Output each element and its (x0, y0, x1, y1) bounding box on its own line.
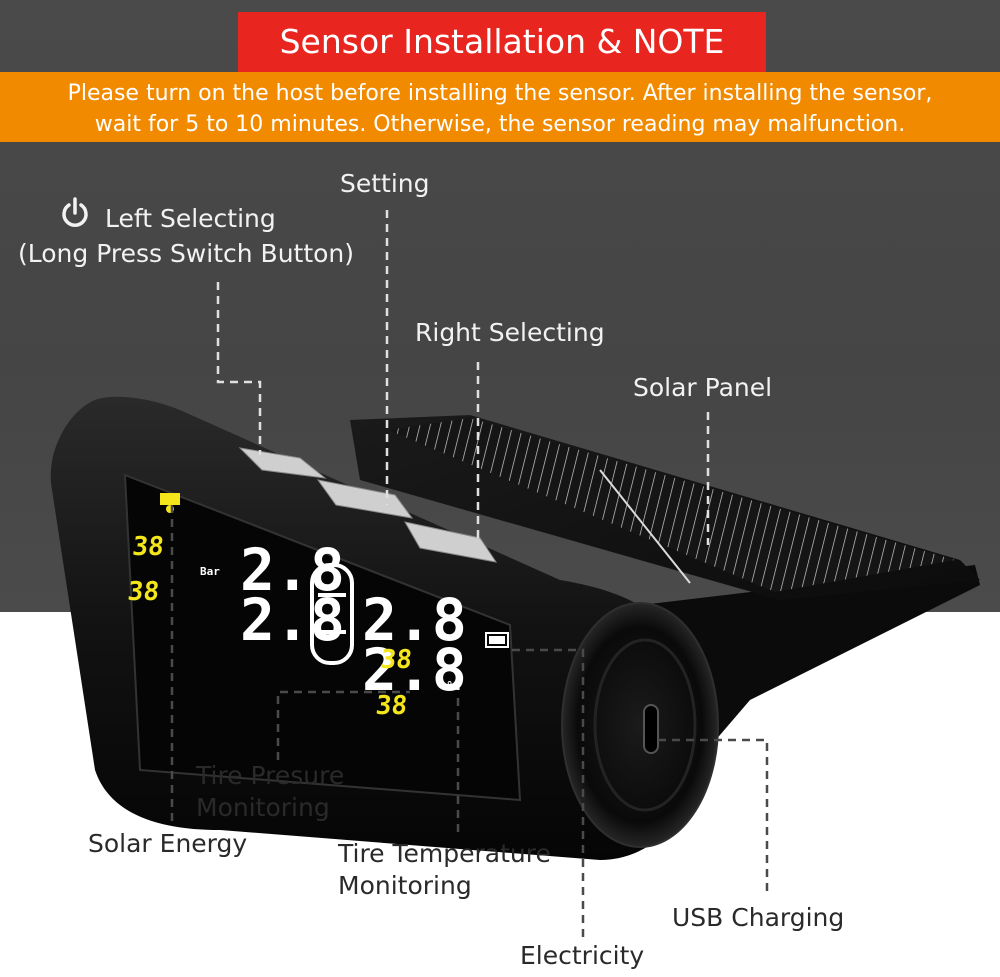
label-right-selecting: Right Selecting (415, 318, 605, 347)
label-electricity: Electricity (520, 941, 645, 970)
lcd-pressure-fl: 2.8 (240, 536, 345, 604)
label-setting: Setting (340, 169, 430, 198)
battery-icon (485, 632, 509, 648)
lcd-unit-bar: Bar (200, 565, 220, 578)
lcd-temp-reading-2: 38 (374, 691, 408, 721)
label-tire-temp-line2: Monitoring (338, 871, 472, 900)
label-tire-pressure-line1: Tire Presure (196, 761, 345, 790)
note-line-2: wait for 5 to 10 minutes. Otherwise, the… (94, 112, 906, 137)
lcd-temp-reading-1: 38 (379, 645, 413, 675)
setting-button[interactable] (316, 479, 414, 519)
car-icon (310, 563, 354, 665)
installation-note: Please turn on the host before installin… (0, 72, 1000, 142)
lcd-screen (123, 473, 522, 802)
label-left-selecting: Left Selecting (105, 204, 276, 233)
solar-cells (388, 418, 955, 592)
label-tire-temp-line1: Tire Temperature (338, 839, 551, 868)
lcd-pressure-fr: 2.8 (362, 586, 467, 654)
lcd-content: 38 Bar 38 2.8 2.8 2.8 2.8 38 °C 38 (126, 493, 509, 721)
lcd-small-reading-2: 38 (126, 577, 160, 607)
lcd-pressure-rl: 2.8 (240, 586, 345, 654)
power-icon (62, 197, 88, 227)
lcd-small-reading-1: 38 (131, 532, 165, 562)
page-title: Sensor Installation & NOTE (238, 12, 766, 72)
label-usb-charging: USB Charging (672, 903, 845, 932)
left-selecting-button[interactable] (238, 447, 327, 479)
lcd-unit-celsius: °C (446, 679, 460, 693)
label-solar-panel: Solar Panel (633, 373, 773, 402)
right-selecting-button[interactable] (404, 521, 498, 563)
label-solar-energy: Solar Energy (88, 829, 248, 858)
label-left-selecting-sub: (Long Press Switch Button) (18, 239, 355, 268)
label-tire-pressure-line2: Monitoring (196, 793, 330, 822)
end-cap-ring (593, 638, 697, 812)
solar-divider (599, 469, 691, 584)
label-tire-temperature: Tire Temperature Monitoring (338, 838, 551, 902)
note-line-1: Please turn on the host before installin… (67, 81, 933, 106)
callout-lines (170, 210, 769, 942)
usb-port[interactable] (643, 704, 659, 754)
label-tire-pressure: Tire Presure Monitoring (196, 760, 344, 824)
